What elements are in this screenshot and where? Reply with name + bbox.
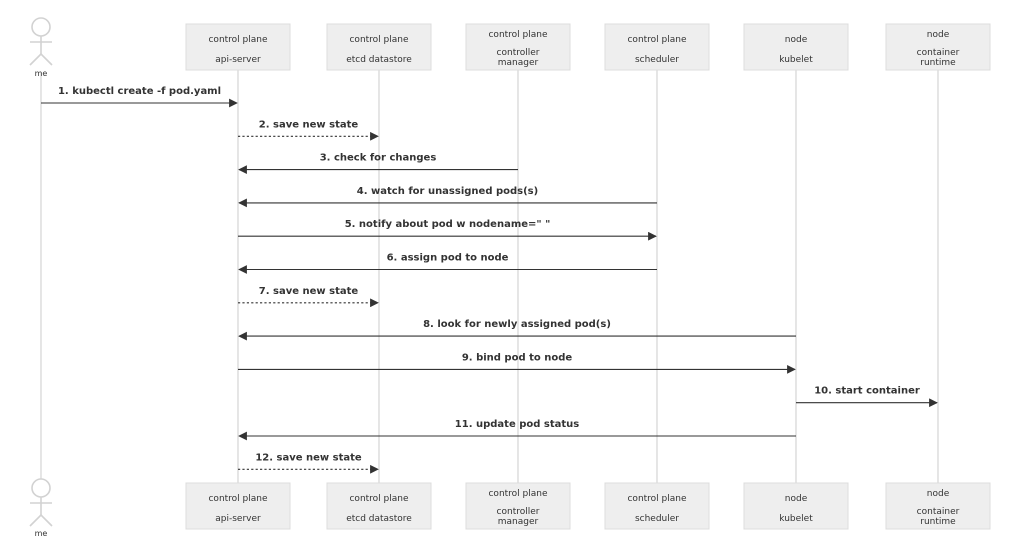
- message-10: 10. start container: [796, 386, 938, 408]
- participant-box: [185, 482, 291, 530]
- participant-label: runtime: [920, 58, 956, 68]
- participant-box: [743, 482, 849, 530]
- participant-sched-top: control plane scheduler: [604, 23, 710, 71]
- message-5: 5. notify about pod w nodename=" ": [238, 219, 657, 241]
- actors: me me: [29, 17, 53, 538]
- actor-legs-icon: [29, 513, 53, 527]
- message-8: 8. look for newly assigned pod(s): [238, 319, 796, 341]
- actor-label: me: [35, 69, 48, 78]
- participant-label: etcd datastore: [346, 514, 412, 524]
- message-label: 12. save new state: [255, 452, 362, 463]
- participant-label: kubelet: [779, 514, 813, 524]
- participant-label: controller: [497, 48, 540, 58]
- message-1: 1. kubectl create -f pod.yaml: [41, 86, 238, 108]
- message-label: 4. watch for unassigned pods(s): [357, 186, 538, 197]
- message-2: 2. save new state: [238, 119, 379, 141]
- message-12: 12. save new state: [238, 452, 379, 474]
- message-4: 4. watch for unassigned pods(s): [238, 186, 657, 208]
- message-label: 7. save new state: [259, 286, 359, 297]
- participant-label: control plane: [627, 35, 686, 45]
- participant-box: [185, 23, 291, 71]
- participant-label: etcd datastore: [346, 55, 412, 65]
- message-label: 3. check for changes: [320, 153, 437, 164]
- participant-boxes: control plane api-server control plane api-…: [185, 23, 991, 530]
- participant-label: scheduler: [635, 514, 679, 524]
- message-7: 7. save new state: [238, 286, 379, 308]
- actor-head-icon: [31, 478, 51, 498]
- participant-box: [885, 23, 991, 71]
- participant-label: manager: [498, 517, 539, 527]
- participant-label: kubelet: [779, 55, 813, 65]
- participant-label: control plane: [488, 489, 547, 499]
- message-6: 6. assign pod to node: [238, 253, 657, 274]
- participant-box: [465, 482, 571, 530]
- participant-label: controller: [497, 507, 540, 517]
- actor-legs-icon: [29, 52, 53, 66]
- message-11: 11. update pod status: [238, 419, 796, 441]
- message-label: 6. assign pod to node: [387, 253, 509, 264]
- participant-label: scheduler: [635, 55, 679, 65]
- message-label: 9. bind pod to node: [462, 352, 573, 363]
- participant-label: node: [927, 489, 950, 499]
- message-label: 8. look for newly assigned pod(s): [423, 319, 611, 330]
- participant-api-bottom: control plane api-server: [185, 482, 291, 530]
- actor-label: me: [35, 529, 48, 538]
- participant-label: control plane: [349, 494, 408, 504]
- participant-label: container: [917, 48, 960, 58]
- participant-label: container: [917, 507, 960, 517]
- participant-sched-bottom: control plane scheduler: [604, 482, 710, 530]
- participant-label: runtime: [920, 517, 956, 527]
- participant-label: node: [785, 35, 808, 45]
- participant-box: [326, 482, 432, 530]
- participant-box: [604, 482, 710, 530]
- message-label: 11. update pod status: [455, 419, 579, 430]
- participant-box: [326, 23, 432, 71]
- participant-label: control plane: [208, 35, 267, 45]
- message-9: 9. bind pod to node: [238, 352, 796, 374]
- participant-label: manager: [498, 58, 539, 68]
- participant-label: api-server: [215, 514, 261, 524]
- participant-label: control plane: [349, 35, 408, 45]
- message-label: 10. start container: [814, 386, 920, 397]
- participant-box: [604, 23, 710, 71]
- participant-kubelet-top: node kubelet: [743, 23, 849, 71]
- messages: 1. kubectl create -f pod.yaml 2. save new…: [41, 86, 938, 474]
- participant-label: control plane: [208, 494, 267, 504]
- participant-label: control plane: [627, 494, 686, 504]
- participant-box: [465, 23, 571, 71]
- participant-label: node: [785, 494, 808, 504]
- participant-box: [743, 23, 849, 71]
- actor-head-icon: [31, 17, 51, 37]
- participant-api-top: control plane api-server: [185, 23, 291, 71]
- participant-label: api-server: [215, 55, 261, 65]
- lifelines: [40, 70, 939, 483]
- message-label: 2. save new state: [259, 119, 359, 130]
- actor-top: me: [29, 17, 53, 78]
- message-label: 1. kubectl create -f pod.yaml: [58, 86, 221, 97]
- message-3: 3. check for changes: [238, 153, 518, 175]
- participant-label: node: [927, 30, 950, 40]
- actor-bottom: me: [29, 478, 53, 538]
- participant-label: control plane: [488, 30, 547, 40]
- message-label: 5. notify about pod w nodename=" ": [345, 219, 551, 230]
- participant-kubelet-bottom: node kubelet: [743, 482, 849, 530]
- participant-box: [885, 482, 991, 530]
- participant-etcd-bottom: control plane etcd datastore: [326, 482, 432, 530]
- participant-etcd-top: control plane etcd datastore: [326, 23, 432, 71]
